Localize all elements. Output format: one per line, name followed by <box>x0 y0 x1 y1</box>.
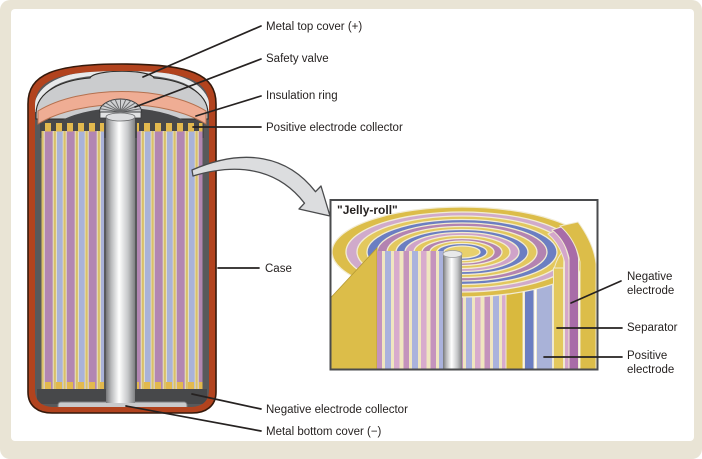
label-safety-valve: Safety valve <box>266 53 329 65</box>
leader-insulation-ring <box>195 95 262 117</box>
label-positive-electrode-collector: Positive electrode collector <box>266 122 403 134</box>
leader-lines <box>125 25 623 432</box>
label-negative-electrode: Negative electrode <box>627 271 675 298</box>
electrode-roll <box>41 123 203 390</box>
safety-valve-shape <box>98 98 143 119</box>
insulation-ring-shape <box>37 91 207 125</box>
leader-metal-bottom-cover <box>125 405 262 432</box>
label-separator: Separator <box>627 322 678 334</box>
leader-safety-valve <box>134 58 262 108</box>
collector-tabs-top <box>137 123 203 132</box>
collector-tabs-bottom <box>137 382 203 390</box>
jelly-roll-right-sheets <box>547 221 597 370</box>
label-case: Case <box>265 263 292 275</box>
jelly-roll-box-border <box>329 199 599 371</box>
battery-cross-section <box>27 63 217 414</box>
jelly-roll-front-left <box>377 251 443 369</box>
label-negative-electrode-collector: Negative electrode collector <box>266 404 408 416</box>
label-metal-top-cover: Metal top cover (+) <box>266 21 363 33</box>
jelly-roll-title: "Jelly-roll" <box>337 203 398 217</box>
label-insulation-ring: Insulation ring <box>266 90 338 102</box>
jelly-roll-core-pin <box>442 250 463 369</box>
collector-tabs-top <box>41 123 104 132</box>
collector-tabs-bottom <box>41 382 104 390</box>
jelly-roll-inset <box>329 199 599 371</box>
label-positive-electrode: Positive electrode <box>627 350 675 377</box>
leader-metal-top-cover <box>142 25 262 78</box>
leader-negative-electrode <box>570 280 622 304</box>
label-metal-bottom-cover: Metal bottom cover (−) <box>266 426 382 438</box>
center-pin <box>105 112 136 403</box>
leader-negative-collector <box>191 393 262 410</box>
